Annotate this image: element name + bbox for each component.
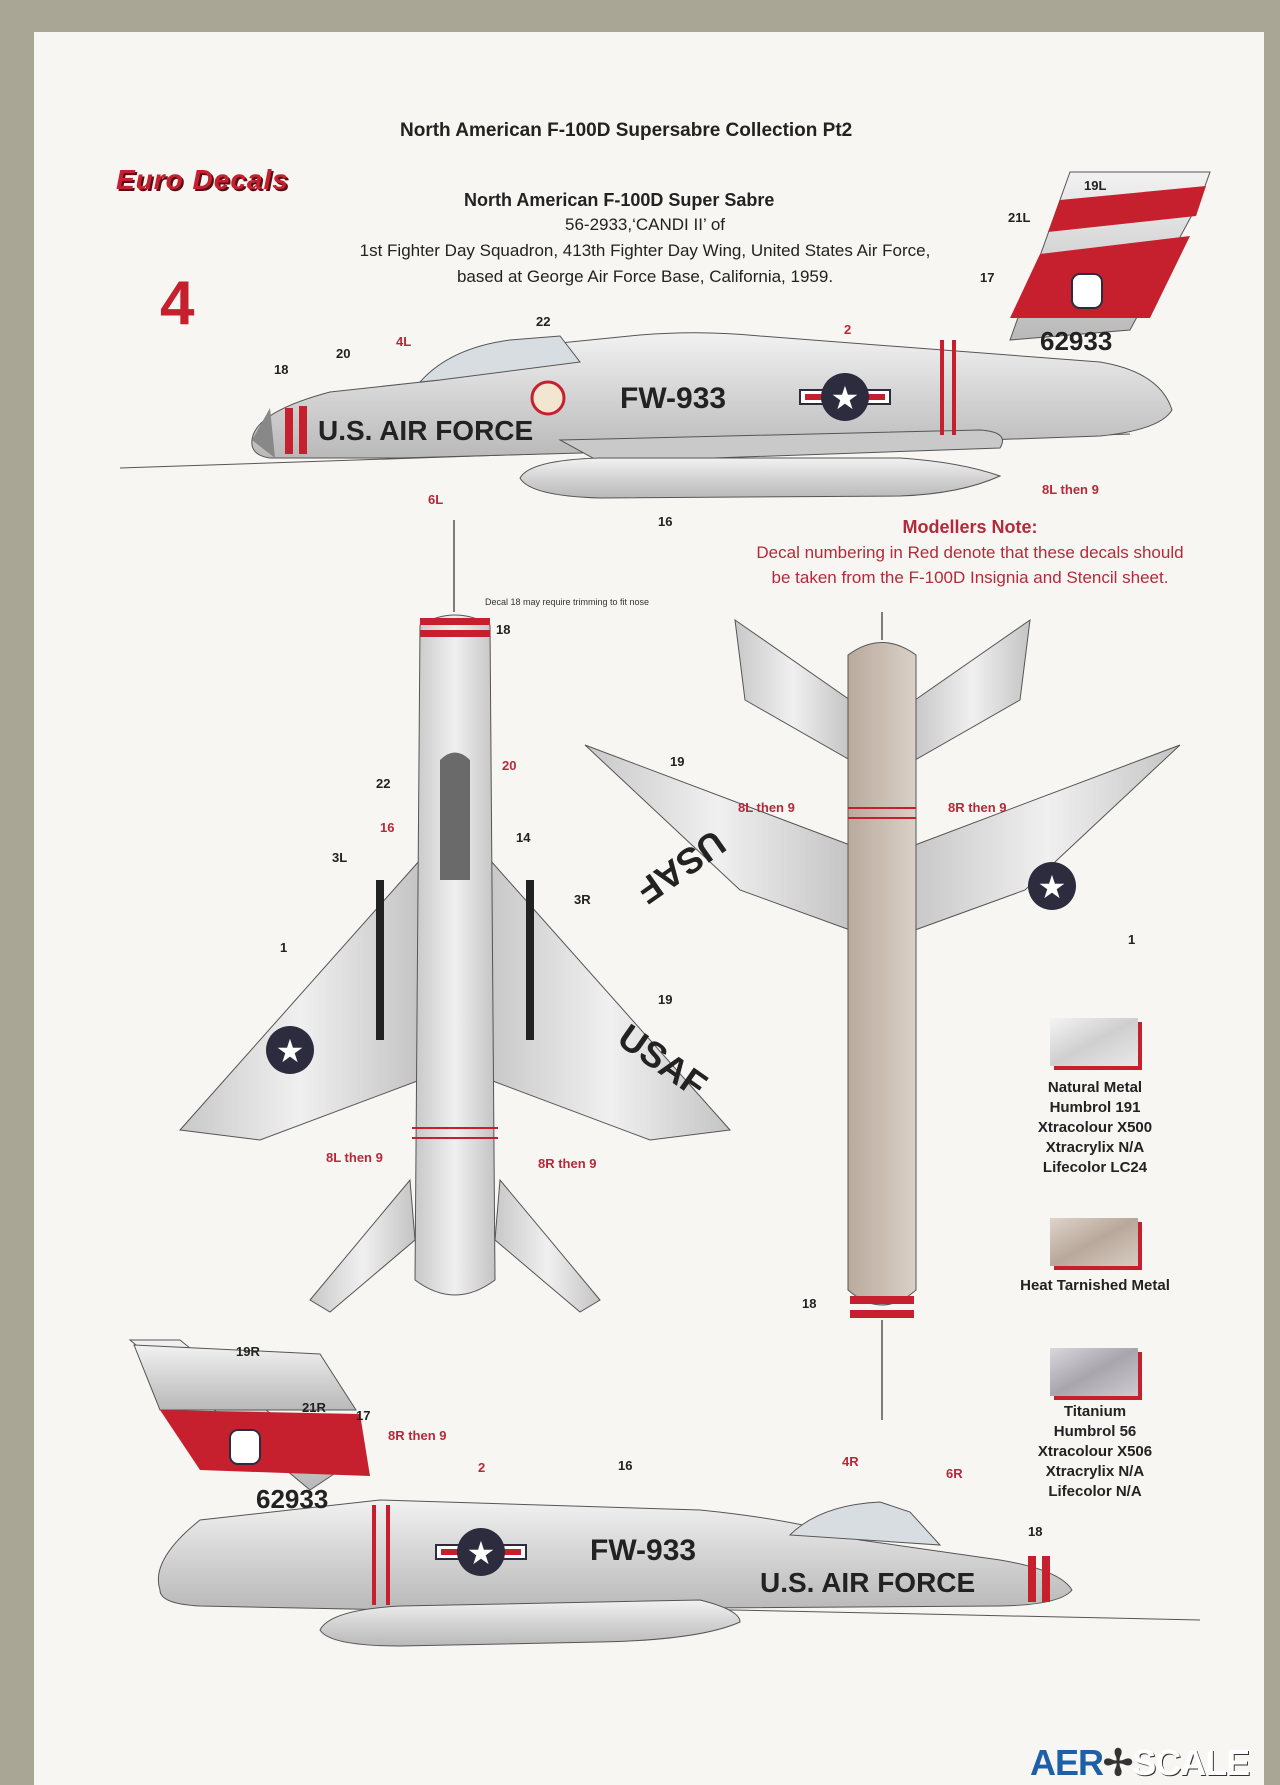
callout-19R: 19R xyxy=(236,1344,260,1359)
callout-2: 2 xyxy=(478,1460,485,1475)
callout-18: 18 xyxy=(802,1296,816,1311)
ht-line-1: Heat Tarnished Metal xyxy=(1020,1277,1170,1294)
swatch-titanium xyxy=(1050,1348,1138,1396)
callout-3R: 3R xyxy=(574,892,591,907)
insignia-top-view: ★ xyxy=(266,1026,314,1074)
callout-17: 17 xyxy=(980,270,994,285)
insignia-bottom-view: ★ xyxy=(1028,862,1076,910)
callout-20: 20 xyxy=(336,346,350,361)
ti-line-2: Humbrol 56 xyxy=(1053,1423,1137,1440)
propeller-icon: ✢ xyxy=(1103,1742,1133,1783)
callout-17: 17 xyxy=(356,1408,370,1423)
callout-8R-then-9: 8R then 9 xyxy=(388,1428,447,1443)
callout-22: 22 xyxy=(536,314,550,329)
callout-18: 18 xyxy=(274,362,288,377)
svg-text:★: ★ xyxy=(276,1032,305,1070)
callout-8L-then-9: 8L then 9 xyxy=(326,1150,383,1165)
watermark-right: SCALE xyxy=(1132,1742,1250,1783)
nm-line-4: Xtracrylix N/A xyxy=(1045,1139,1145,1156)
callout-16: 16 xyxy=(658,514,672,529)
nm-line-5: Lifecolor LC24 xyxy=(1042,1159,1148,1176)
ti-line-3: Xtracolour X506 xyxy=(1037,1443,1153,1460)
insignia-side-top: ★ xyxy=(799,373,891,421)
fin-red-panel-right xyxy=(160,1410,370,1476)
note-heading: Modellers Note: xyxy=(902,517,1038,537)
callout-14: 14 xyxy=(516,830,531,845)
callouts-top-view: 18 22 20 16 14 3L 3R 1 19 8L then 9 8R t… xyxy=(280,622,672,1171)
swatch-label-natural-metal: Natural Metal Humbrol 191 Xtracolour X50… xyxy=(1010,1078,1180,1178)
callouts-side-bottom: 19R 21R 17 8R then 9 2 16 4R 6R 18 xyxy=(236,1344,1042,1539)
serial-top: 62933 xyxy=(1040,326,1112,356)
nm-line-1: Natural Metal xyxy=(1047,1079,1143,1096)
desc-line-3: based at George Air Force Base, Californ… xyxy=(456,267,834,286)
aircraft-description: 56-2933,‘CANDI II’ of 1st Fighter Day Sq… xyxy=(310,212,980,290)
callout-21L: 21L xyxy=(1008,210,1030,225)
fin-stripe-top xyxy=(1048,186,1206,232)
ti-line-1: Titanium xyxy=(1063,1403,1127,1420)
callout-1: 1 xyxy=(1128,932,1135,947)
top-view: ★ USAF xyxy=(178,520,732,1313)
callout-6L: 6L xyxy=(428,492,443,507)
callout-3L: 3L xyxy=(332,850,347,865)
desc-line-2: 1st Fighter Day Squadron, 413th Fighter … xyxy=(359,241,931,260)
nose-trim-note: Decal 18 may require trimming to fit nos… xyxy=(485,597,650,607)
watermark-left: AER xyxy=(1030,1742,1104,1783)
callout-4R: 4R xyxy=(842,1454,859,1469)
callout-19: 19 xyxy=(658,992,672,1007)
brand-logo: Euro Decals xyxy=(116,164,289,195)
callout-18: 18 xyxy=(496,622,510,637)
insignia-side-bottom: ★ xyxy=(435,1528,527,1576)
profile-number: 4 xyxy=(160,269,195,338)
nm-line-3: Xtracolour X500 xyxy=(1037,1119,1153,1136)
callout-8R-then-9: 8R then 9 xyxy=(948,800,1007,815)
svg-text:★: ★ xyxy=(831,379,860,417)
callout-21R: 21R xyxy=(302,1400,326,1415)
note-line-1: Decal numbering in Red denote that these… xyxy=(756,543,1184,562)
callout-16: 16 xyxy=(380,820,394,835)
nm-line-2: Humbrol 191 xyxy=(1049,1099,1141,1116)
side-profile-left: ★ 62933 FW-933 U.S. AIR FORCE xyxy=(119,171,1211,499)
ti-line-5: Lifecolor N/A xyxy=(1048,1483,1142,1500)
colour-swatches xyxy=(1050,1018,1142,1400)
callout-8L-then-9: 8L then 9 xyxy=(1042,482,1099,497)
usaf-text-bottom: U.S. AIR FORCE xyxy=(760,1567,975,1598)
bottom-view: ★ USAF xyxy=(584,612,1181,1420)
side-profile-right: ★ 62933 FW-933 U.S. AIR FORCE xyxy=(128,1339,1201,1647)
ti-line-4: Xtracrylix N/A xyxy=(1045,1463,1145,1480)
buzz-number-top: FW-933 xyxy=(620,382,726,415)
swatch-heat-tarnished xyxy=(1050,1218,1138,1266)
buzz-number-bottom: FW-933 xyxy=(590,1534,696,1567)
serial-bottom: 62933 xyxy=(256,1484,328,1514)
callout-19: 19 xyxy=(670,754,684,769)
callout-8R-then-9: 8R then 9 xyxy=(538,1156,597,1171)
note-line-2: be taken from the F-100D Insignia and St… xyxy=(771,568,1169,587)
callouts-bottom-view: 19 8L then 9 8R then 9 1 18 xyxy=(670,754,1135,1311)
callout-16: 16 xyxy=(618,1458,632,1473)
callout-22: 22 xyxy=(376,776,390,791)
aircraft-title: North American F-100D Super Sabre xyxy=(464,190,775,210)
aeroscale-watermark: AER✢SCALE xyxy=(1030,1742,1250,1784)
desc-line-1: 56-2933,‘CANDI II’ of xyxy=(565,215,725,234)
callout-19L: 19L xyxy=(1084,178,1106,193)
callout-4L: 4L xyxy=(396,334,411,349)
swatch-label-titanium: Titanium Humbrol 56 Xtracolour X506 Xtra… xyxy=(1010,1402,1180,1502)
callout-1: 1 xyxy=(280,940,287,955)
callouts-side-top: 19L 21L 17 2 22 4L 20 18 6L 16 8L then 9 xyxy=(274,178,1106,529)
swatch-natural-metal xyxy=(1050,1018,1138,1066)
usaf-text-top: U.S. AIR FORCE xyxy=(318,415,533,446)
callout-8L-then-9: 8L then 9 xyxy=(738,800,795,815)
callout-6R: 6R xyxy=(946,1466,963,1481)
svg-text:★: ★ xyxy=(467,1534,496,1572)
swatch-label-heat-tarnished: Heat Tarnished Metal xyxy=(1000,1276,1190,1296)
callout-18: 18 xyxy=(1028,1524,1042,1539)
callout-20: 20 xyxy=(502,758,516,773)
svg-text:★: ★ xyxy=(1038,868,1067,906)
sheet-title: North American F-100D Supersabre Collect… xyxy=(400,120,853,141)
callout-2: 2 xyxy=(844,322,851,337)
modellers-note: Modellers Note: Decal numbering in Red d… xyxy=(720,515,1220,590)
wing-usaf-bottom-view: USAF xyxy=(629,822,733,912)
